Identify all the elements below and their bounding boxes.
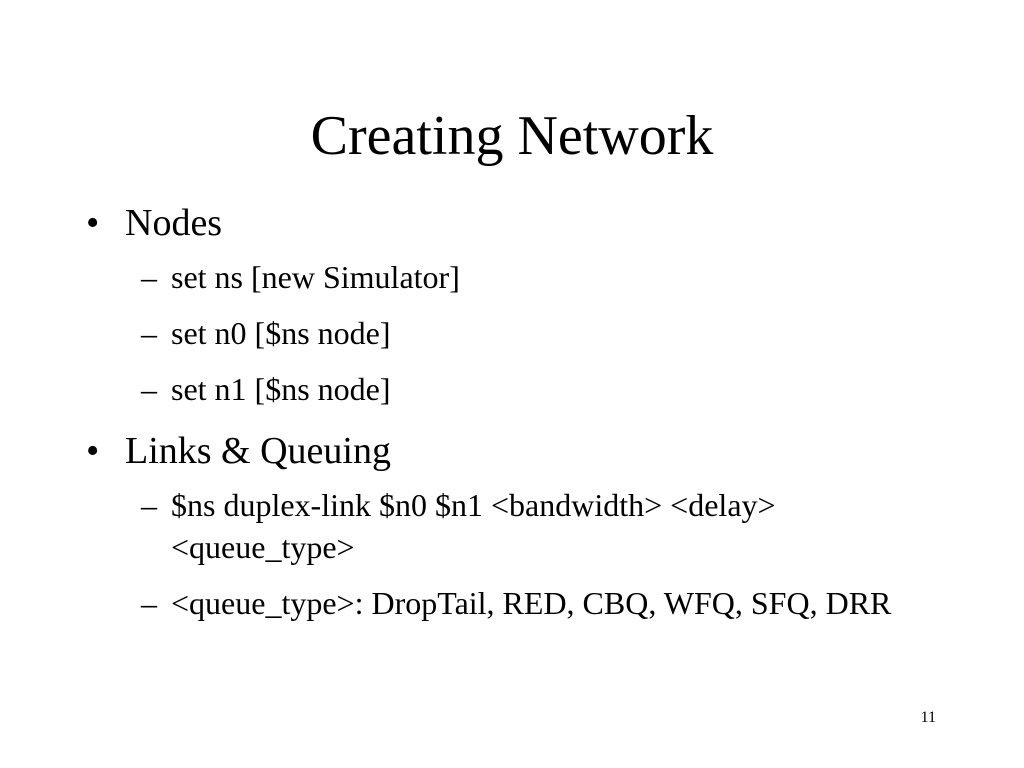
sub-bullet-text: set n0 [$ns node] — [171, 315, 391, 351]
sub-bullet-text: <queue_type>: DropTail, RED, CBQ, WFQ, S… — [171, 585, 892, 621]
sub-bullet-item: – set ns [new Simulator] — [86, 256, 946, 298]
bullet-icon: • — [86, 202, 100, 244]
bullet-list: • Nodes – set ns [new Simulator] – set n… — [86, 196, 946, 638]
sub-bullet-item: – set n1 [$ns node] — [86, 368, 946, 410]
slide-title: Creating Network — [310, 105, 714, 167]
bullet-text: Nodes — [125, 202, 223, 244]
sub-bullet-item: – set n0 [$ns node] — [86, 312, 946, 354]
sub-bullet-item: – $ns duplex-link $n0 $n1 <bandwidth> <d… — [86, 484, 946, 568]
sub-bullet-text: set ns [new Simulator] — [171, 259, 460, 295]
dash-icon: – — [141, 585, 157, 621]
sub-bullet-item: – <queue_type>: DropTail, RED, CBQ, WFQ,… — [86, 582, 946, 624]
dash-icon: – — [141, 259, 157, 295]
page-number: 11 — [920, 709, 936, 726]
bullet-text: Links & Queuing — [125, 430, 391, 472]
bullet-item-nodes: • Nodes — [86, 196, 946, 250]
dash-icon: – — [141, 371, 157, 407]
sub-bullet-text: $ns duplex-link $n0 $n1 <bandwidth> <del… — [171, 487, 776, 565]
bullet-icon: • — [86, 430, 100, 472]
dash-icon: – — [141, 487, 157, 523]
sub-bullet-text: set n1 [$ns node] — [171, 371, 391, 407]
dash-icon: – — [141, 315, 157, 351]
bullet-item-links-queuing: • Links & Queuing — [86, 424, 946, 478]
